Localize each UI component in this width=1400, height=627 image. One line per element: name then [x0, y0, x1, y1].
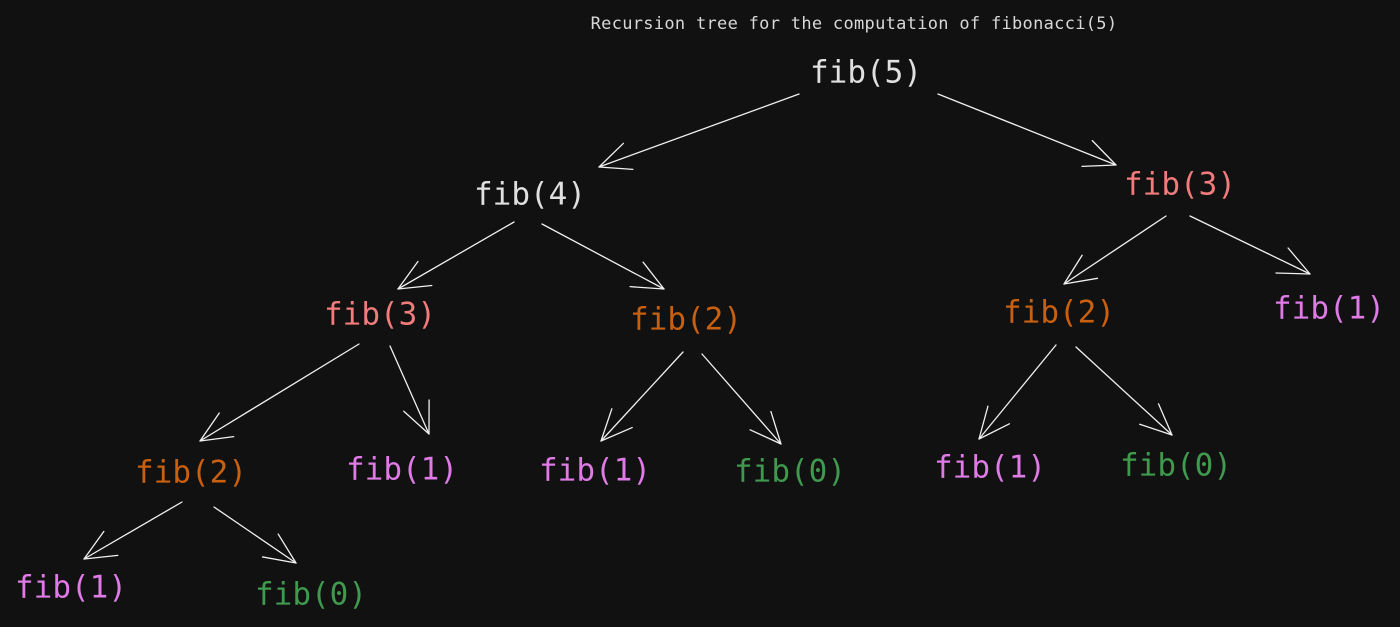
edge-n4-n2m [541, 223, 665, 290]
edge-n5-n4-shaft [598, 93, 800, 168]
edge-n3l-n2ll [199, 343, 360, 442]
edge-n2m-n1m-shaft [600, 351, 684, 442]
edge-n3r-n1r-shaft [1189, 215, 1311, 275]
edge-n2m-n1m [600, 351, 684, 442]
edge-n5-n4 [598, 93, 800, 171]
edge-n3l-n1l-arrowhead [403, 399, 430, 435]
edge-n5-n4-arrowhead [598, 142, 634, 171]
edge-n3r-n1r [1189, 215, 1311, 275]
edge-n3r-n2r-arrowhead [1063, 254, 1099, 285]
node-n2r: fib(2) [1003, 295, 1115, 331]
edge-n2m-n1m-arrowhead [600, 408, 633, 442]
node-n5: fib(5) [810, 55, 922, 91]
edge-n2ll-n0ll-arrowhead [261, 533, 297, 564]
edge-n3l-n1l [389, 345, 430, 435]
edges-layer [83, 93, 1311, 564]
node-n3l: fib(3) [324, 297, 436, 333]
node-n1r: fib(1) [1273, 291, 1385, 327]
node-n1rr: fib(1) [934, 450, 1046, 486]
node-n2m: fib(2) [630, 302, 742, 338]
node-n0m: fib(0) [734, 454, 846, 490]
edge-n2ll-n0ll-shaft [213, 506, 297, 564]
edge-n5-n3r-shaft [937, 93, 1117, 166]
edge-n3r-n2r [1063, 215, 1167, 285]
edge-n4-n3l-shaft [397, 221, 515, 290]
edge-n5-n3r [937, 93, 1117, 168]
edge-n2m-n0m-arrowhead [749, 410, 782, 445]
edge-n5-n3r-arrowhead [1081, 139, 1117, 168]
node-n3r: fib(3) [1124, 167, 1236, 203]
node-n1m: fib(1) [539, 453, 651, 489]
edge-n4-n3l [397, 221, 515, 290]
edge-n2r-n1rr-arrowhead [978, 405, 1011, 440]
node-n0rr: fib(0) [1120, 448, 1232, 484]
node-n0ll: fib(0) [255, 577, 367, 613]
edge-n4-n3l-arrowhead [397, 260, 433, 290]
node-n4: fib(4) [474, 177, 586, 213]
edge-n2m-n0m-shaft [701, 353, 782, 445]
edge-n2r-n0rr-arrowhead [1139, 403, 1173, 436]
edge-n2ll-n1ll-arrowhead [83, 530, 119, 560]
edge-n3l-n2ll-shaft [199, 343, 360, 442]
edge-n2ll-n1ll [83, 501, 183, 560]
edge-n2r-n0rr-shaft [1075, 346, 1173, 436]
edge-n4-n2m-arrowhead [629, 261, 665, 290]
edge-n2r-n1rr-shaft [978, 344, 1057, 440]
node-n1ll: fib(1) [15, 570, 127, 606]
edge-n2m-n0m [701, 353, 782, 445]
edge-n2r-n1rr [978, 344, 1057, 440]
nodes-layer: fib(5) fib(4) fib(3) fib(3) fib(2) fib(2) fib(… [15, 55, 1385, 613]
edge-n2r-n0rr [1075, 346, 1173, 436]
diagram-title: Recursion tree for the computation of fi… [591, 14, 1118, 34]
node-n2ll: fib(2) [135, 455, 247, 491]
edge-n3l-n1l-shaft [389, 345, 430, 435]
edge-n3l-n2ll-arrowhead [199, 412, 235, 442]
edge-n2ll-n0ll [213, 506, 297, 564]
edge-n2ll-n1ll-shaft [83, 501, 183, 560]
edge-n3r-n1r-arrowhead [1275, 247, 1311, 275]
node-n1l: fib(1) [346, 452, 458, 488]
edge-n3r-n2r-shaft [1063, 215, 1167, 285]
edge-n4-n2m-shaft [541, 223, 665, 290]
